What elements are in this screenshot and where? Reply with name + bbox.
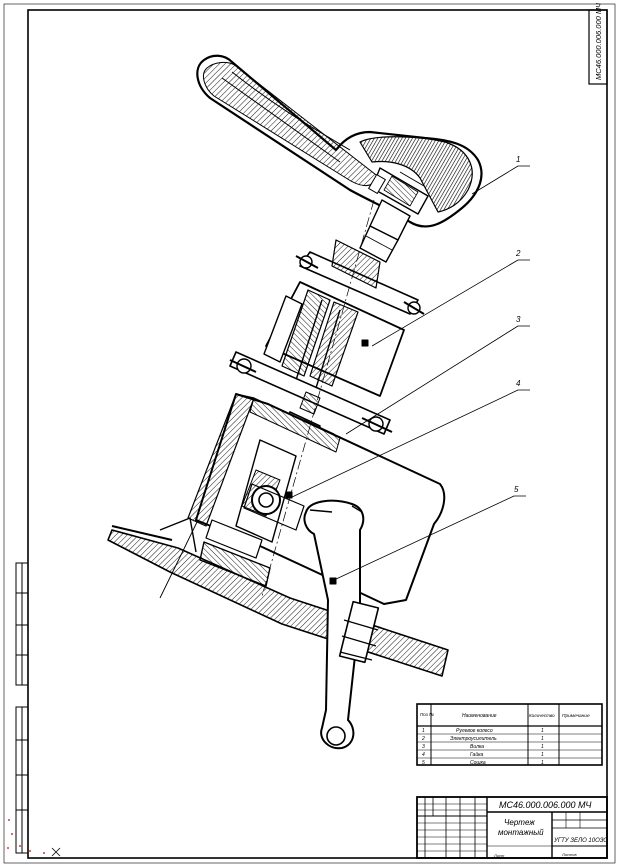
margin-red-marks [7,819,45,854]
leader-line-3 [345,325,530,435]
spec-row-qty: 1 [541,728,544,734]
steering-shaft [359,199,411,263]
housing-bottom-cap [199,519,271,587]
spec-row-pos: 2 [421,736,425,742]
spec-header-pos: Поз № [420,712,434,717]
leader-label-4: 4 [516,379,521,388]
spec-row-name: Рулевое колесо [456,728,493,734]
drawing-frame [27,9,608,859]
title-block-org: УГТУ ЗЕЛО 10ОЗО [553,838,608,844]
spec-row-qty: 1 [541,752,544,758]
spec-row-name: Сошка [470,760,486,766]
title-block-sheets-label: Листов [561,852,577,857]
spec-row-name: Вилка [470,744,484,750]
left-margin-stamps [15,562,29,854]
frame-code-text: МС46.000.006.000 МЧ [594,2,603,80]
title-block-sheet-label: Лист [493,853,505,858]
upper-flange [295,239,425,315]
centerline [261,199,375,597]
steering-wheel [196,54,483,228]
leader-line-5 [333,495,526,581]
spec-row-qty: 1 [541,760,544,766]
spec-row-pos: 3 [422,744,425,750]
gear-nut [243,483,305,531]
spec-table-rows: 1 Рулевое колесо 1 2 Электроусилитель 1 … [421,728,544,766]
title-block [416,796,608,859]
sheet-border [3,3,616,864]
leader-label-1: 1 [516,155,520,164]
leader-label-2: 2 [515,249,521,258]
spec-row-name: Гайка [470,751,483,758]
assembly-drawing [107,54,530,750]
spec-row-name: Электроусилитель [450,736,497,742]
leader-label-3: 3 [516,315,521,324]
spec-table [416,703,603,766]
lower-flange [229,351,393,435]
spec-header-qty: Количество [529,713,555,718]
pitman-arm [303,499,380,750]
spec-header-name: Наименование [462,713,497,719]
spec-row-pos: 1 [422,728,425,734]
spec-row-pos: 4 [422,752,425,758]
leader-label-5: 5 [514,485,519,494]
spec-row-qty: 1 [541,736,544,742]
section-line [159,519,199,599]
frame-code-box: МС46.000.006.000 МЧ [588,2,608,85]
spec-row-qty: 1 [541,744,544,750]
leader-line-2 [371,259,530,347]
title-block-designation: МС46.000.006.000 МЧ [499,800,592,810]
spec-header-note: Примечание [562,713,590,719]
title-block-title-line2: монтажный [498,828,544,837]
spec-table-header: Поз № Наименование Количество Примечание [420,712,590,719]
corner-x-mark [51,847,61,857]
leader-line-1 [471,165,530,195]
gear-housing [187,393,446,605]
title-block-title-line1: Чертеж [504,818,535,827]
spec-row-pos: 5 [422,760,425,766]
leader-line-4 [289,389,530,499]
